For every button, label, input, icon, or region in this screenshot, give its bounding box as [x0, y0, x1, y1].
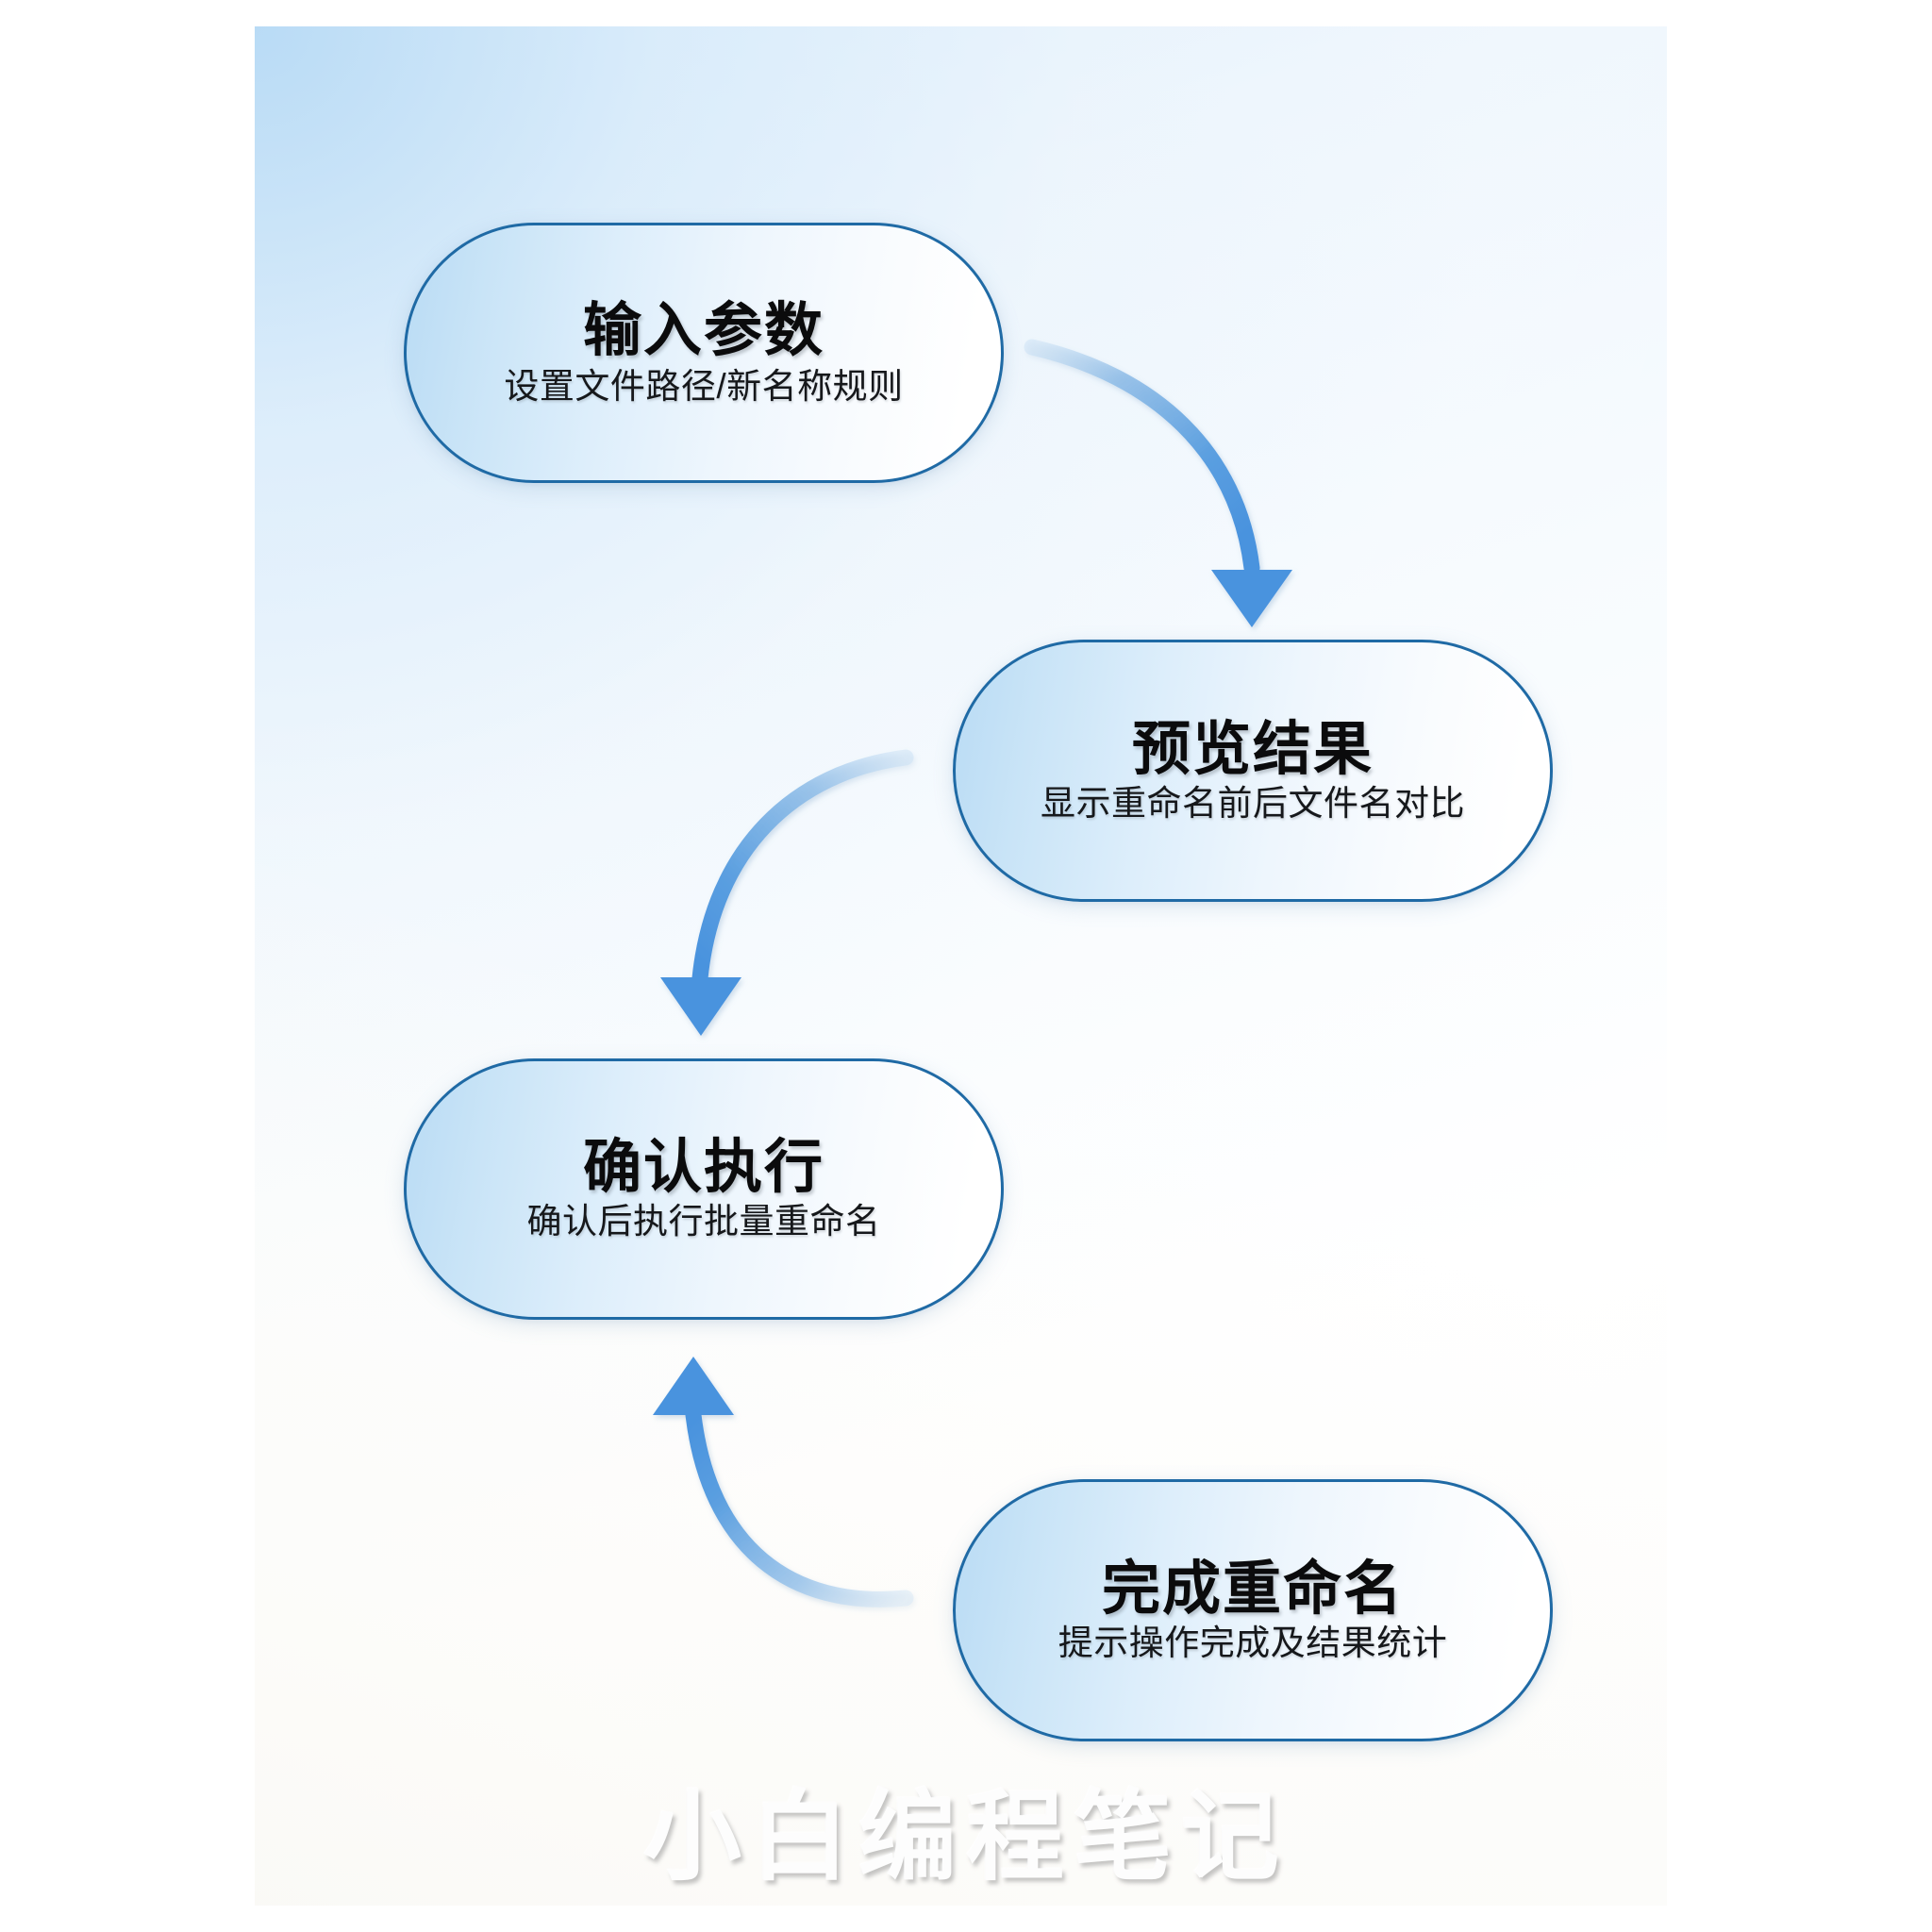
flow-node-preview-result[interactable]: 预览结果 显示重命名前后文件名对比 — [953, 640, 1553, 902]
node-title: 预览结果 — [1131, 716, 1374, 782]
node-subtitle: 确认后执行批量重命名 — [526, 1202, 881, 1241]
flow-node-input-params[interactable]: 输入参数 设置文件路径/新名称规则 — [404, 223, 1004, 483]
flow-node-confirm-execute[interactable]: 确认执行 确认后执行批量重命名 — [404, 1058, 1004, 1320]
watermark-text: 小白编程笔记 — [642, 1783, 1289, 1892]
node-title: 完成重命名 — [1101, 1556, 1404, 1622]
node-title: 输入参数 — [582, 297, 824, 363]
node-subtitle: 显示重命名前后文件名对比 — [1041, 783, 1465, 823]
node-subtitle: 提示操作完成及结果统计 — [1058, 1623, 1448, 1662]
flow-node-finish-rename[interactable]: 完成重命名 提示操作完成及结果统计 — [953, 1479, 1553, 1741]
node-subtitle: 设置文件路径/新名称规则 — [504, 366, 904, 406]
node-title: 确认执行 — [582, 1135, 824, 1201]
